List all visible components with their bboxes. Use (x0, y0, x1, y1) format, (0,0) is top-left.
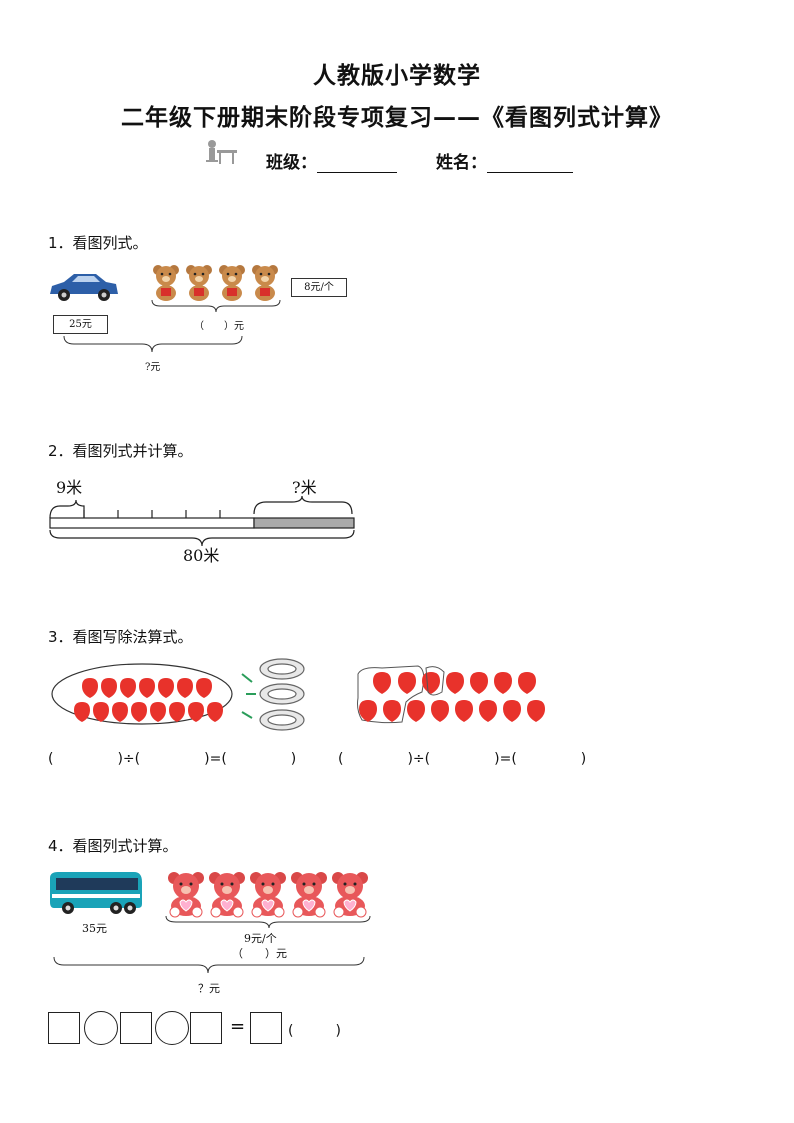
name-field: 姓名： (436, 148, 573, 173)
q1-prompt: 看图列式。 (72, 234, 148, 252)
pink-teddy-bear-icon (209, 872, 245, 918)
name-label: 姓名： (436, 153, 487, 173)
q4-bus-price: 35元 (82, 922, 107, 935)
answer-box-2[interactable] (120, 1012, 152, 1044)
name-blank[interactable] (487, 154, 573, 173)
q2-prompt: 看图列式并计算。 (72, 442, 193, 460)
student-desk-icon (206, 140, 237, 164)
q1-car-price-box: 25元 (53, 315, 108, 334)
teddy-bear-icon (153, 265, 179, 301)
q1-heading: 1．看图列式。 (48, 232, 148, 253)
pink-teddy-bear-icon (332, 872, 368, 918)
q3-grouped-strawberries (357, 665, 545, 724)
operator-circle-2[interactable] (155, 1011, 189, 1045)
q4-answer-unit-paren[interactable]: ( ) (288, 1023, 341, 1039)
q1-teddy-bears (153, 265, 278, 301)
q4-bears-brace (165, 915, 371, 929)
q3-eq-left-close: ) (290, 751, 297, 767)
q3-eq-right-open: ( (338, 751, 344, 767)
q2-top-brace-small (49, 499, 85, 519)
bus-image (50, 872, 142, 914)
q1-total-brace (63, 335, 243, 353)
pink-teddy-bear-icon (291, 872, 327, 918)
q1-bears-total: （ ）元 (194, 321, 244, 332)
q2-heading: 2．看图列式并计算。 (48, 440, 193, 461)
q4-bear-price: 9元/个 (244, 932, 277, 945)
q3-heading: 3．看图写除法算式。 (48, 626, 193, 647)
teddy-bear-icon (252, 265, 278, 301)
q3-eq-right-close: ) (580, 751, 587, 767)
answer-box-3[interactable] (190, 1012, 222, 1044)
answer-box-1[interactable] (48, 1012, 80, 1044)
q1-bears-brace (151, 299, 281, 313)
car-image (50, 274, 118, 301)
class-label: 班级： (266, 153, 317, 173)
class-field: 班级： (266, 148, 397, 173)
q3-prompt: 看图写除法算式。 (72, 628, 193, 646)
q1-total: ?元 (145, 362, 161, 373)
pink-teddy-bear-icon (250, 872, 286, 918)
q3-eq-right-eq: )=( (494, 751, 517, 767)
q1-number: 1． (48, 234, 73, 252)
page-title: 人教版小学数学 (313, 63, 481, 89)
class-blank[interactable] (317, 154, 397, 173)
teddy-bear-icon (219, 265, 245, 301)
q2-bottom-brace (49, 529, 355, 547)
page-subtitle: 二年级下册期末阶段专项复习——《看图列式计算》 (121, 105, 673, 131)
q2-number: 2． (48, 442, 73, 460)
q3-eq-left-div: )÷( (117, 751, 141, 767)
q2-unknown-label: ?米 (292, 478, 317, 497)
q3-eq-right-div: )÷( (407, 751, 431, 767)
q4-prompt: 看图列式计算。 (72, 837, 178, 855)
q2-bar-known (49, 517, 255, 529)
q4-bears-total: （ ）元 (232, 947, 287, 960)
q3-equation-right: ( )÷( )=() (338, 751, 628, 767)
q1-bear-price-box: 8元/个 (291, 278, 347, 297)
q2-line-segment-diagram (49, 495, 355, 547)
q2-total-label: 80米 (183, 546, 220, 565)
q2-segment-label: 9米 (56, 478, 83, 497)
q4-total: ？元 (198, 982, 220, 995)
q4-number: 4． (48, 837, 73, 855)
q2-top-brace-unknown (253, 495, 353, 515)
q3-eq-left-eq: )=( (204, 751, 227, 767)
operator-circle-1[interactable] (84, 1011, 118, 1045)
pink-teddy-bear-icon (168, 872, 204, 918)
q4-heading: 4．看图列式计算。 (48, 835, 178, 856)
q2-bar-unknown (253, 517, 355, 529)
q3-number: 3． (48, 628, 73, 646)
equals-sign: = (230, 1016, 246, 1037)
q3-strawberries-plates (51, 658, 305, 731)
q4-total-brace (53, 956, 365, 974)
q3-eq-left-open: ( (48, 751, 54, 767)
answer-box-result[interactable] (250, 1012, 282, 1044)
teddy-bear-icon (186, 265, 212, 301)
q4-teddy-bears (168, 872, 368, 918)
q3-equation-left: ( )÷( )=() (48, 751, 338, 767)
